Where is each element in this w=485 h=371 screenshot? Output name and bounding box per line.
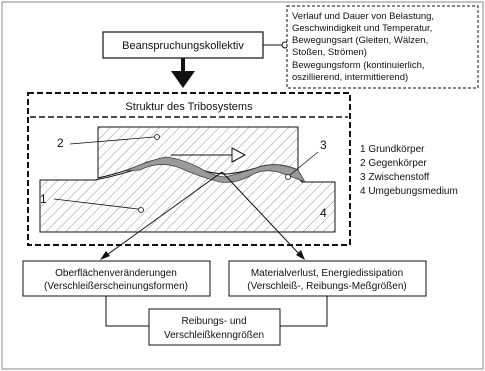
callout-3: 3 [320,138,327,152]
arrow-to-surface [103,171,223,258]
callout-3-dot [285,174,291,180]
load-param-line: Verlauf und Dauer von Belastung, [292,11,434,22]
load-param-line: Geschwindigkeit und Temperatur, [292,23,432,34]
legend-item: 3 Zwischenstoff [360,172,430,183]
callout-3-leader [289,151,319,176]
load-param-line: Bewegungsart (Gleiten, Wälzen, [292,35,428,46]
arrow-to-material-head [296,250,305,260]
callout-1: 1 [40,192,47,206]
load-arrow-head [171,71,195,88]
surface-to-result-connector [105,296,149,327]
interfacial-medium [124,156,306,183]
tribosystem-title: Struktur des Tribosystems [125,101,253,113]
material-loss-line: Materialverlust, Energiedissipation [251,268,403,279]
callout-1-leader [53,198,139,210]
load-param-line: oszillierend, intermittierend) [292,72,408,83]
callout-2-dot [154,134,160,140]
friction-wear-line: Verschleißkenngrößen [164,330,264,341]
callout-2-leader [69,136,155,145]
load-parameters-box [286,5,479,89]
legend-item: 2 Gegenkörper [360,158,427,169]
friction-wear-line: Reibungs- und [181,316,246,327]
material-loss-box [228,260,427,297]
arrow-to-material [221,171,302,257]
legend-item: 1 Grundkörper [360,144,425,155]
friction-wear-box [148,308,281,346]
surface-changes-line: Oberflächenveränderungen [55,268,177,279]
callout-4: 4 [320,206,327,220]
arrow-to-surface-head [100,251,110,260]
callout-1-dot [138,207,144,213]
load-collective-label: Beanspruchungskollektiv [122,40,244,52]
material-loss-line: (Verschleiß-, Reibungs-Meßgrößen) [247,281,407,292]
surface-changes-line: (Verschleißerscheinungsformen) [44,281,188,292]
legend-item: 4 Umgebungsmedium [360,186,458,197]
motion-arrow-head [231,147,247,163]
surface-changes-box [22,260,211,297]
tribosystem-frame [27,92,351,246]
callout-2: 2 [57,136,64,150]
load-param-line: Bewegungsform (kontinuierlich, [292,60,425,71]
material-to-result-connector [280,296,328,327]
load-param-line: Stoßen, Strömen) [292,47,367,58]
